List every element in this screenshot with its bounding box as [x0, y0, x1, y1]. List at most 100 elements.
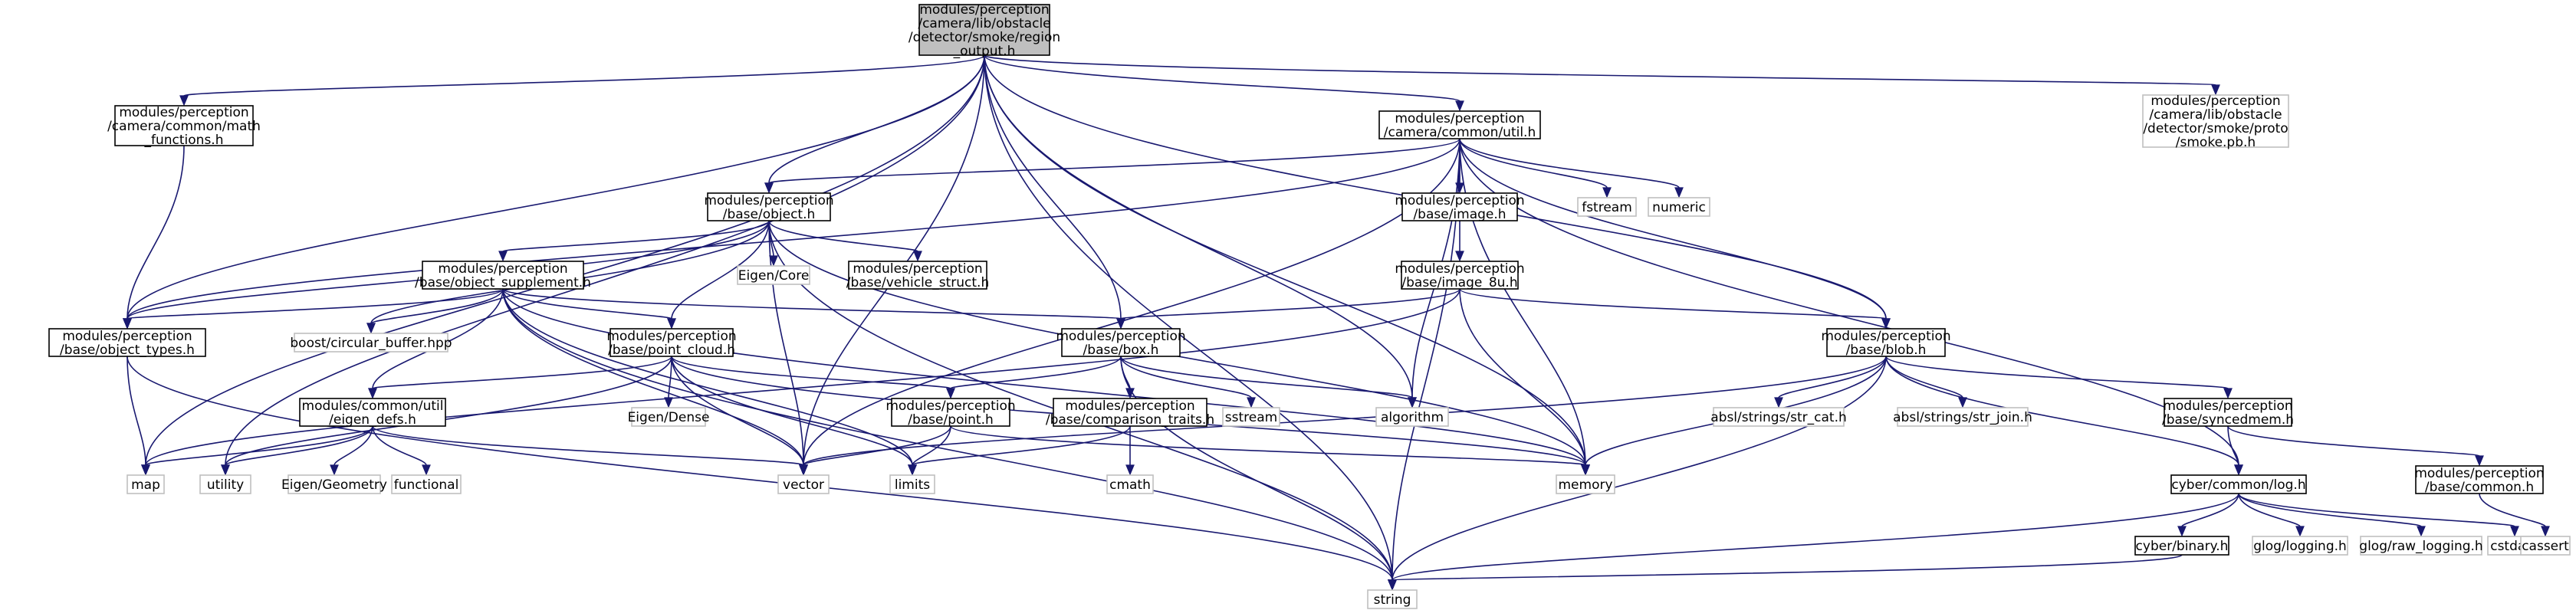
node-label-line: /base/common.h — [2425, 480, 2534, 495]
node-label-line: modules/perception — [2150, 93, 2280, 109]
node-eigen-dense: Eigen/Dense — [628, 407, 710, 427]
node-label-line: cassert — [2522, 539, 2569, 554]
node-label-line: string — [1374, 592, 1411, 608]
node-label-line: /base/box.h — [1083, 343, 1159, 358]
dependency-nodes: modules/perception/camera/lib/obstacle/d… — [48, 2, 2571, 609]
node-label-line: /base/image.h — [1413, 207, 1506, 222]
node-eigen-defs[interactable]: modules/common/util/eigen_defs.h — [299, 398, 446, 428]
edge-box-to-string — [1120, 356, 1397, 591]
node-object-types[interactable]: modules/perception/base/object_types.h — [48, 328, 206, 358]
edge-object_supplement-to-memory — [502, 288, 1590, 476]
node-log[interactable]: cyber/common/log.h — [2170, 474, 2307, 494]
edge-log-to-glog_raw_logging — [2238, 493, 2426, 537]
edge-point-to-vector — [799, 425, 951, 476]
node-label-line: cyber/binary.h — [2136, 539, 2229, 554]
node-str-cat: absl/strings/str_cat.h — [1710, 407, 1847, 427]
node-label-line: modules/perception — [1065, 398, 1194, 414]
edge-image-to-image_8u — [1455, 220, 1464, 262]
node-root[interactable]: modules/perception/camera/lib/obstacle/d… — [909, 2, 1060, 59]
node-label-line: algorithm — [1381, 410, 1444, 425]
node-algorithm: algorithm — [1375, 407, 1449, 427]
node-label-line: numeric — [1652, 200, 1706, 215]
node-label-line: /base/syncedmem.h — [2162, 412, 2294, 428]
edge-box-to-sstream — [1120, 356, 1256, 408]
node-binary[interactable]: cyber/binary.h — [2134, 536, 2229, 556]
node-numeric: numeric — [1648, 197, 1710, 217]
edge-object_supplement-to-box — [502, 288, 1125, 330]
node-label-line: modules/perception — [62, 329, 192, 344]
edge-object_supplement-to-limits — [502, 288, 917, 476]
node-label-line: /camera/lib/obstacle — [2149, 107, 2282, 123]
edge-object-to-object_supplement — [498, 220, 770, 262]
node-box[interactable]: modules/perception/base/box.h — [1056, 328, 1186, 358]
node-label-line: limits — [895, 477, 930, 493]
node-vehicle-struct[interactable]: modules/perception/base/vehicle_struct.h — [846, 261, 990, 290]
node-label-line: modules/perception — [704, 193, 833, 208]
edge-blob-to-syncedmem — [1885, 356, 2233, 399]
edge-log-to-cstdarg — [2238, 493, 2519, 537]
node-label-line: modules/perception — [919, 2, 1049, 18]
node-eigen-core: Eigen/Core — [737, 265, 810, 285]
node-point[interactable]: modules/perception/base/point.h — [886, 398, 1016, 428]
edge-log-to-string — [1388, 493, 2239, 591]
node-camera-util[interactable]: modules/perception/camera/common/util.h — [1378, 110, 1541, 140]
edge-object_supplement-to-point_cloud — [502, 288, 676, 330]
node-label-line: /base/point_cloud.h — [608, 343, 735, 358]
edge-comparison_traits-to-cmath — [1125, 426, 1135, 476]
node-label-line: Eigen/Dense — [628, 410, 710, 425]
node-label-line: sstream — [1225, 410, 1277, 425]
edge-image_8u-to-box — [1116, 288, 1460, 330]
node-label-line: absl/strings/str_cat.h — [1710, 410, 1847, 425]
node-comparison-traits[interactable]: modules/perception/base/comparison_trait… — [1046, 398, 1214, 428]
edge-root-to-box — [984, 54, 1125, 330]
node-label-line: utility — [207, 477, 244, 493]
node-label-line: /smoke.pb.h — [2176, 135, 2256, 150]
node-vector: vector — [777, 474, 830, 494]
edge-syncedmem-to-base_common — [2227, 425, 2484, 467]
node-label-line: _output.h — [953, 44, 1016, 59]
edge-root-to-algorithm — [984, 54, 1417, 408]
edge-blob-to-str_join — [1885, 356, 1967, 408]
node-label-line: Eigen/Core — [738, 268, 810, 284]
edge-root-to-smoke_pb — [984, 54, 2220, 96]
node-cassert: cassert — [2520, 536, 2571, 556]
edge-object_supplement-to-circular_buffer — [366, 288, 504, 334]
node-label-line: Eigen/Geometry — [281, 477, 387, 493]
node-point-cloud[interactable]: modules/perception/base/point_cloud.h — [606, 328, 737, 358]
node-glog-raw-logging: glog/raw_logging.h — [2359, 536, 2483, 556]
node-fstream: fstream — [1577, 197, 1637, 217]
edge-binary-to-string — [1388, 554, 2183, 591]
node-label-line: absl/strings/str_join.h — [1893, 410, 2032, 425]
node-label-line: modules/perception — [1821, 329, 1950, 344]
edge-log-to-binary — [2177, 493, 2239, 537]
edge-camera_util-to-object_types — [123, 138, 1460, 330]
node-base-common[interactable]: modules/perception/base/common.h — [2414, 465, 2545, 495]
node-functional: functional — [391, 474, 462, 494]
edge-syncedmem-to-log — [2227, 425, 2243, 476]
edge-eigen_defs-to-functional — [372, 425, 431, 476]
node-object[interactable]: modules/perception/base/object.h — [704, 192, 834, 222]
edge-image_8u-to-blob — [1459, 288, 1891, 330]
node-label-line: modules/perception — [2414, 466, 2544, 481]
edge-comparison_traits-to-limits — [908, 425, 1131, 476]
node-object-supplement[interactable]: modules/perception/base/object_supplemen… — [415, 261, 591, 290]
edge-root-to-camera_util — [984, 54, 1464, 112]
node-utility: utility — [199, 474, 251, 494]
edge-object-to-vehicle_struct — [768, 220, 922, 262]
node-label-line: /base/vehicle_struct.h — [846, 275, 990, 290]
node-image-8u[interactable]: modules/perception/base/image_8u.h — [1395, 261, 1525, 290]
edge-point-to-memory — [950, 425, 1590, 476]
node-label-line: functional — [394, 477, 459, 493]
node-sstream: sstream — [1222, 407, 1280, 427]
node-label-line: /base/object.h — [723, 207, 816, 222]
node-image[interactable]: modules/perception/base/image.h — [1395, 192, 1525, 222]
node-math-functions[interactable]: modules/perception/camera/common/math_fu… — [107, 105, 261, 148]
node-map: map — [127, 474, 165, 494]
node-label-line: /camera/common/util.h — [1384, 125, 1536, 140]
node-label-line: cyber/common/log.h — [2171, 477, 2305, 493]
node-syncedmem[interactable]: modules/perception/base/syncedmem.h — [2162, 398, 2294, 428]
edge-root-to-math_functions — [179, 54, 985, 107]
node-label-line: /base/blob.h — [1846, 343, 1927, 358]
node-blob[interactable]: modules/perception/base/blob.h — [1821, 328, 1951, 358]
edge-eigen_defs-to-vector — [372, 425, 808, 476]
